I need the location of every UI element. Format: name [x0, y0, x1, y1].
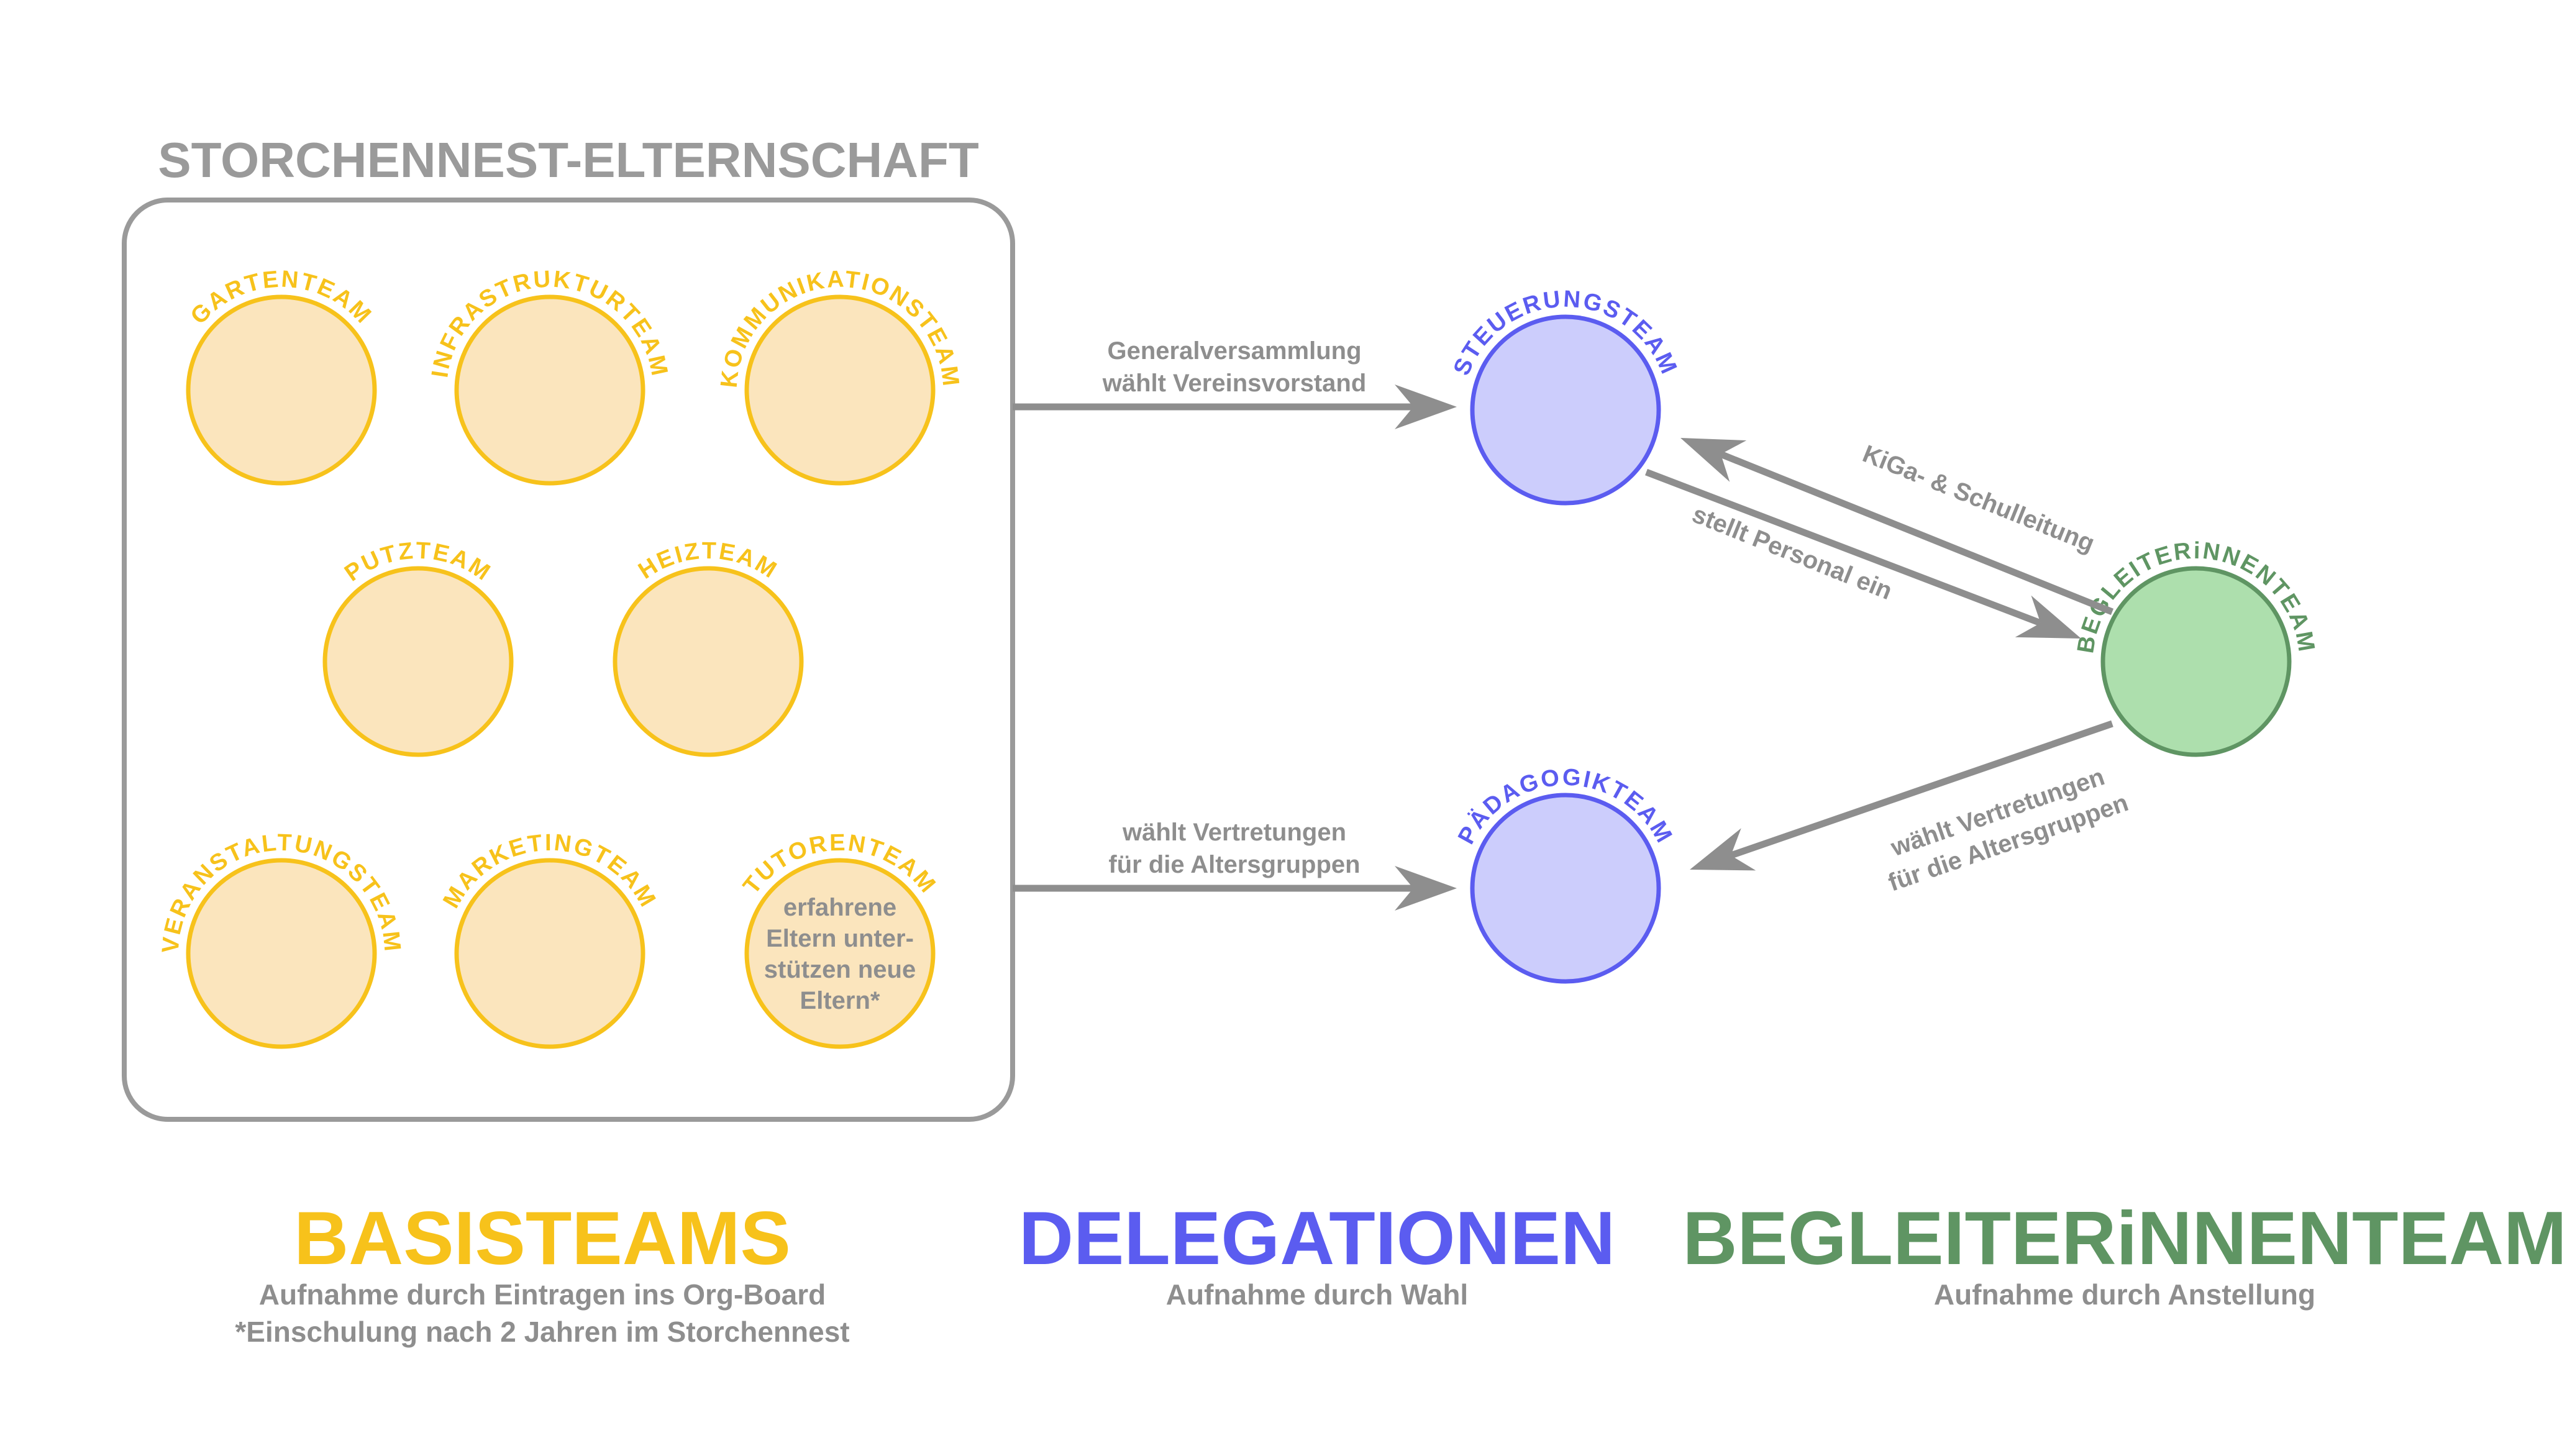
team-body-line: Eltern unter-	[766, 925, 914, 952]
group-box	[122, 198, 1015, 1122]
basisteam-node: KOMMUNIKATIONSTEAM	[716, 266, 962, 486]
arrowhead-icon	[2015, 595, 2081, 639]
team-circle	[2100, 566, 2292, 757]
team-body-line: stützen neue	[764, 956, 916, 983]
legend-line: Aufnahme durch Eintragen ins Org-Board	[259, 1278, 826, 1311]
legend-line: *Einschulung nach 2 Jahren im Storchenne…	[235, 1316, 849, 1348]
arrow-label-line: KiGa- & Schulleitung	[1859, 440, 2099, 557]
arrowhead-icon	[1690, 828, 1756, 871]
arrow-label-line: Generalversammlung	[1107, 337, 1361, 365]
basisteam-node: PUTZTEAM	[322, 538, 514, 757]
legend-begleiterinnenteam: BEGLEITERiNNENTEAM Aufnahme durch Anstel…	[1682, 1196, 2562, 1311]
team-body-line: Eltern*	[800, 987, 880, 1014]
flow-arrow: wählt Vertretungen für die Altersgruppen	[1013, 819, 1457, 911]
arrow-label: wählt Vertretungen für die Altersgruppen	[1108, 819, 1360, 878]
team-circle	[1470, 793, 1661, 984]
legend-delegationen: DELEGATIONEN Aufnahme durch Wahl	[1019, 1196, 1615, 1311]
legend-title: BASISTEAMS	[294, 1196, 791, 1280]
basisteam-node: VERANSTALTUNGSTEAM	[158, 830, 404, 1049]
legend-title: BEGLEITERiNNENTEAM	[1682, 1196, 2562, 1280]
arrow-label-line: wählt Vereinsvorstand	[1102, 370, 1367, 397]
team-circle	[186, 294, 377, 486]
basisteam-node: GARTENTEAM	[186, 266, 377, 486]
arrow-label: Generalversammlung wählt Vereinsvorstand	[1102, 337, 1367, 397]
team-circle	[454, 858, 645, 1049]
arrow-shaft	[1719, 451, 2114, 616]
team-circle	[322, 566, 514, 757]
arrow-label: KiGa- & Schulleitung	[1859, 440, 2099, 557]
legend-line: Aufnahme durch Anstellung	[1934, 1278, 2315, 1311]
flow-arrow: stellt Personal ein	[1645, 468, 2081, 639]
basisteam-node: MARKETINGTEAM	[438, 830, 660, 1049]
arrow-shaft	[1645, 468, 2042, 627]
team-body-line: erfahrene	[783, 894, 896, 921]
flow-arrow: Generalversammlung wählt Vereinsvorstand	[1013, 337, 1457, 429]
arrowhead-icon	[1395, 866, 1457, 911]
legend-title: DELEGATIONEN	[1019, 1196, 1615, 1280]
team-circle	[744, 294, 936, 486]
legend-basisteams: BASISTEAMS Aufnahme durch Eintragen ins …	[235, 1196, 849, 1348]
arrowhead-icon	[1680, 438, 1747, 482]
legend-line: Aufnahme durch Wahl	[1166, 1278, 1468, 1311]
basisteam-node: HEIZTEAM	[613, 538, 804, 757]
arrowhead-icon	[1395, 384, 1457, 429]
team-circle	[186, 858, 377, 1049]
team-circle	[454, 294, 645, 486]
arrow-label-line: für die Altersgruppen	[1108, 851, 1360, 878]
group-title: STORCHENNEST-ELTERNSCHAFT	[158, 132, 979, 188]
arrow-shaft	[1730, 720, 2113, 859]
team-circle	[1470, 314, 1661, 506]
team-circle	[744, 858, 936, 1049]
delegation-node: PÄDAGOGIKTEAM	[1453, 764, 1676, 984]
arrow-label-line: wählt Vertretungen	[1122, 819, 1346, 846]
team-circle	[613, 566, 804, 757]
basisteam-node: INFRASTRUKTURTEAM	[427, 266, 671, 486]
